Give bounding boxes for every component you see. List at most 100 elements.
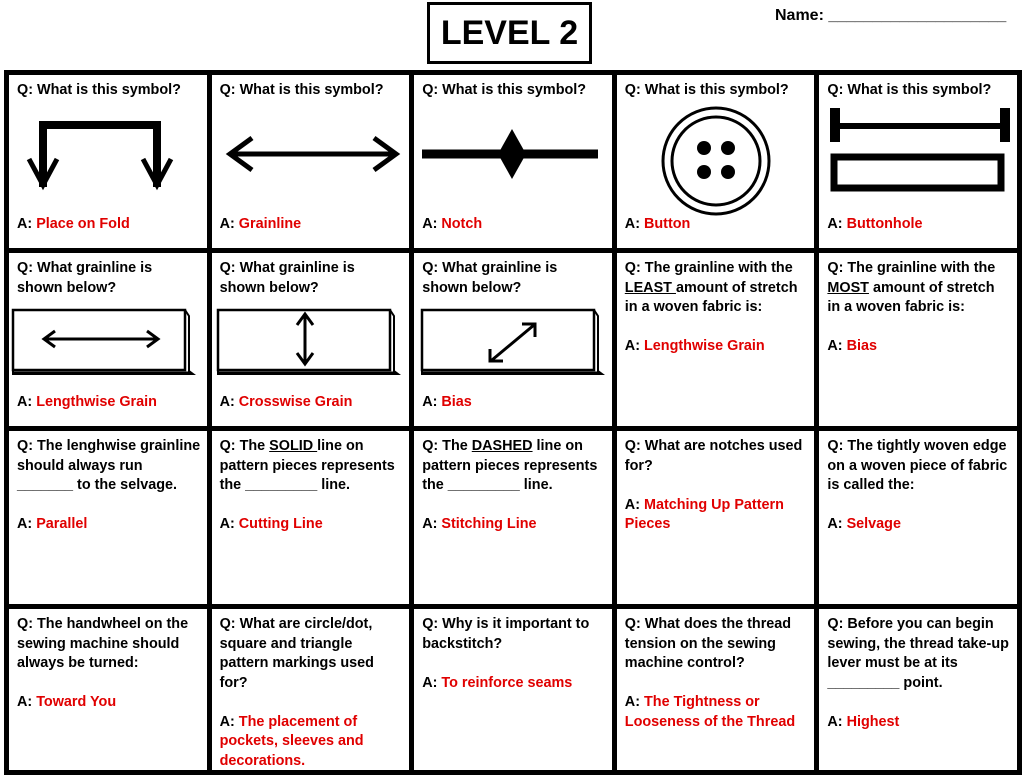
question-text: Q: Why is it important to backstitch? A:… [422,615,606,693]
question-part: Q: The grainline with the [827,260,996,276]
question-text: Q: What is this symbol? [827,82,992,98]
question-text: Q: What are notches used for? A: Matchin… [625,437,809,535]
question-part: Q: The grainline with the [624,260,793,276]
answer-text: Lengthwise Grain [643,338,765,354]
answer-line: A: Toward You [17,693,201,713]
answer-line: A: Crosswise Grain [220,393,404,413]
answer-prefix: A: [827,516,843,532]
answer-line: A: Grainline [220,215,404,235]
question-emphasis: SOLID [269,438,318,454]
question-text: Q: What does the thread tension on the s… [625,615,809,732]
answer-prefix: A: [219,516,235,532]
answer-text: To reinforce seams [441,674,573,691]
question-text: Q: What grainline is shown below? [17,260,153,296]
answer-line: A: Highest [827,713,1011,733]
grainline-arrow-icon [225,135,400,173]
quiz-cell-buttonhole: Q: What is this symbol? A: Buttonhole [819,75,1017,248]
place-on-fold-symbol-icon [26,121,174,191]
answer-text: Place on Fold [36,216,130,232]
question-text: Q: What is this symbol? [17,82,181,98]
answer-prefix: A: [624,496,640,513]
answer-line: A: Bias [827,337,1011,357]
question-text: Q: The handwheel on the sewing machine s… [17,615,201,713]
answer-text: Highest [846,713,900,730]
name-field-label: Name: ____________________ [775,7,1007,24]
question-emphasis: DASHED [471,438,533,454]
question-part: Q: Before you can begin sewing, the thre… [827,616,1009,691]
answer-line: A: To reinforce seams [422,674,606,694]
question-part: amount of stretch in a woven fabric is: [827,279,995,316]
quiz-cell-notches-use: Q: What are notches used for? A: Matchin… [616,431,815,604]
notch-symbol-icon [422,129,599,179]
quiz-cell-thread-tension: Q: What does the thread tension on the s… [616,609,815,770]
answer-line: A: Matching Up Pattern Pieces [625,496,809,535]
answer-prefix: A: [422,394,438,410]
answer-text: The Tightness or Looseness of the Thread [624,694,796,730]
answer-prefix: A: [17,394,33,410]
answer-prefix: A: [219,713,235,730]
question-part: Q: The lenghwise grainline should always… [17,438,201,493]
answer-line: A: Bias [422,393,606,413]
question-text: Q: The grainline with the LEAST amount o… [625,259,809,357]
question-part: Q: What does the thread tension on the s… [624,616,792,671]
button-symbol-icon [661,106,771,216]
answer-text: Grainline [238,216,302,232]
quiz-cell-selvage: Q: The tightly woven edge on a woven pie… [819,431,1017,604]
question-part: Q: Why is it important to backstitch? [422,616,590,652]
answer-text: Stitching Line [441,516,537,532]
answer-line: A: Notch [422,215,606,235]
answer-text: Buttonhole [846,216,923,232]
answer-line: A: Lengthwise Grain [625,337,809,357]
question-text: Q: The SOLID line on pattern pieces repr… [220,437,404,535]
answer-prefix: A: [624,216,640,232]
question-text: Q: What is this symbol? [624,82,789,98]
answer-line: A: Buttonhole [827,215,1011,235]
quiz-cell-parallel: Q: The lenghwise grainline should always… [9,431,207,604]
question-text: Q: What grainline is shown below? [422,260,558,296]
answer-line: A: Place on Fold [17,215,201,235]
question-part: line on pattern pieces represents the __… [219,438,395,493]
question-emphasis: LEAST [624,279,676,296]
quiz-cell-grainline: Q: What is this symbol? A: Grainline [211,75,410,248]
quiz-cell-least-stretch: Q: The grainline with the LEAST amount o… [616,253,815,426]
buttonhole-symbol-icon [830,108,1011,192]
answer-line: A: The placement of pockets, sleeves and… [220,713,404,771]
question-part: Q: What are notches used for? [624,438,803,474]
answer-text: Matching Up Pattern Pieces [624,496,784,533]
answer-prefix: A: [827,216,843,232]
answer-line: A: The Tightness or Looseness of the Thr… [625,693,809,732]
answer-line: A: Selvage [827,515,1011,535]
quiz-cell-take-up-lever: Q: Before you can begin sewing, the thre… [819,609,1017,770]
answer-text: Button [643,216,691,232]
answer-line: A: Lengthwise Grain [17,393,201,413]
question-text: Q: The grainline with the MOST amount of… [827,259,1011,357]
quiz-cell-handwheel: Q: The handwheel on the sewing machine s… [9,609,207,770]
answer-text: Notch [441,216,483,232]
quiz-cell-grainline-lengthwise: Q: What grainline is shown below? A: Len… [9,253,207,426]
answer-prefix: A: [422,674,438,691]
question-text: Q: What are circle/dot, square and trian… [220,615,404,770]
question-part: Q: The [422,438,472,454]
answer-text: Bias [441,394,472,410]
answer-text: Lengthwise Grain [36,394,157,410]
answer-prefix: A: [827,338,843,354]
answer-text: Toward You [36,694,117,710]
quiz-cell-notch: Q: What is this symbol? A: Notch [414,75,612,248]
question-part: amount of stretch in a woven fabric is: [624,279,798,316]
fabric-crosswise-grain-icon [216,308,401,375]
answer-text: Bias [846,338,877,354]
question-part: Q: What are circle/dot, square and trian… [219,616,374,691]
answer-prefix: A: [219,216,235,232]
quiz-cell-most-stretch: Q: The grainline with the MOST amount of… [819,253,1017,426]
question-part: Q: The handwheel on the sewing machine s… [17,616,189,671]
answer-line: A: Stitching Line [422,515,606,535]
question-part: Q: The tightly woven edge on a woven pie… [827,438,1008,493]
question-text: Q: The lenghwise grainline should always… [17,437,201,535]
quiz-cell-dashed-line: Q: The DASHED line on pattern pieces rep… [414,431,612,604]
answer-text: Parallel [36,516,88,532]
question-text: Q: What grainline is shown below? [219,260,355,296]
answer-text: Cutting Line [238,516,323,532]
quiz-grid: Q: What is this symbol? A: Place on Fold… [4,70,1022,775]
answer-prefix: A: [17,516,33,532]
question-text: Q: What is this symbol? [219,82,384,98]
